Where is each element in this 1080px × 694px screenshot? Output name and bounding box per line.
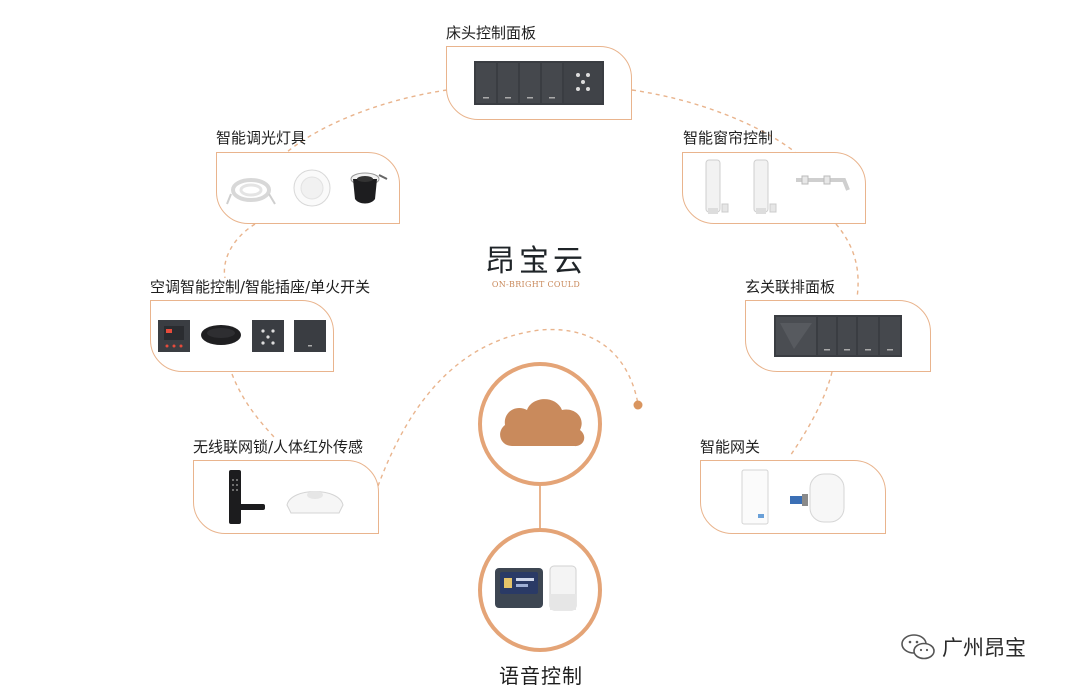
ring-right-lower — [789, 371, 833, 457]
ring-end-dot — [633, 400, 643, 410]
pir-sensor-icon — [286, 491, 344, 514]
curtain-motor-icon — [753, 159, 777, 214]
card-ac — [150, 300, 334, 372]
smart-speaker-icon — [549, 565, 577, 611]
gateway-hub-icon — [790, 473, 845, 523]
watermark: 广州昂宝 — [900, 632, 1026, 662]
round-switch-icon — [201, 325, 241, 345]
single-fire-switch-icon — [294, 320, 326, 352]
label-lock: 无线联网锁/人体红外传感 — [193, 438, 364, 456]
label-curtain: 智能窗帘控制 — [683, 129, 774, 147]
ring-left-upper — [223, 223, 256, 279]
ring-top-left — [286, 89, 448, 153]
bedside-panel-icon — [474, 61, 604, 105]
watermark-text: 广州昂宝 — [942, 636, 1026, 660]
label-lighting: 智能调光灯具 — [216, 129, 307, 147]
label-entrance: 玄关联排面板 — [745, 278, 836, 296]
ring-top-right — [631, 89, 796, 153]
brand-title: 昂宝云 — [485, 244, 587, 279]
label-ac: 空调智能控制/智能插座/单火开关 — [150, 278, 371, 296]
cloud-icon — [500, 399, 585, 447]
downlight-icon — [293, 169, 331, 207]
ring-left-lower — [231, 373, 276, 439]
label-bedside: 床头控制面板 — [446, 24, 537, 42]
spotlight-icon — [350, 172, 388, 204]
card-gateway — [700, 460, 886, 534]
card-entrance — [745, 300, 931, 372]
led-strip-icon — [226, 178, 276, 205]
card-curtain — [682, 152, 866, 224]
label-gateway: 智能网关 — [700, 438, 761, 456]
card-lock — [193, 460, 379, 534]
socket-icon — [252, 320, 284, 352]
thermostat-icon — [158, 320, 190, 352]
card-lighting — [216, 152, 400, 224]
gateway-box-icon — [741, 469, 769, 525]
card-bedside — [446, 46, 632, 120]
voice-control-label: 语音控制 — [499, 664, 583, 688]
brand-subtitle: ON-BRIGHT COULD — [491, 280, 581, 289]
smart-lock-icon — [229, 470, 265, 524]
wechat-icon — [901, 634, 935, 660]
smart-display-icon — [495, 568, 543, 608]
curtain-motor-icon — [705, 159, 729, 214]
ring-right-upper — [835, 223, 859, 299]
entrance-panel-icon — [774, 315, 902, 357]
ring-bottom-arc — [377, 328, 639, 487]
curtain-rail-icon — [796, 175, 850, 191]
